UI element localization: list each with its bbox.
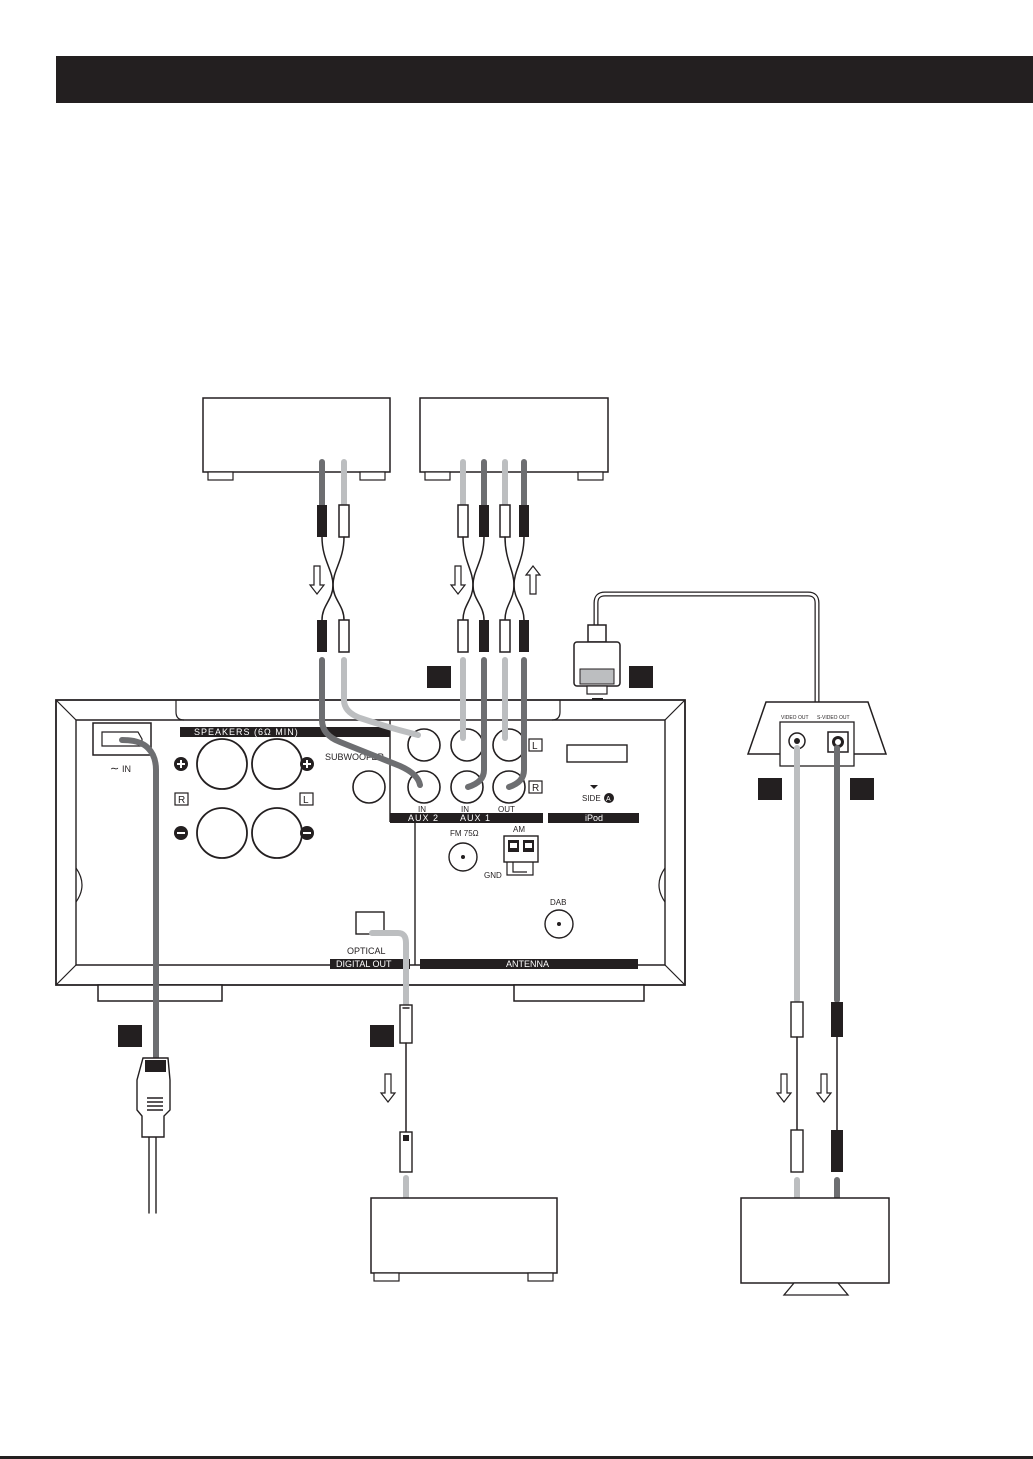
side-marker-label: A [606,796,611,803]
aux1-rca-cables [458,462,529,652]
signal-flow-arrow-icon [817,1074,831,1102]
s-video-out-label: S-VIDEO OUT [817,715,850,721]
ac-in-label: IN [122,764,131,774]
step-badge [118,1025,142,1047]
video-out-label: VIDEO OUT [781,715,809,721]
digital-out-label: DIGITAL OUT [336,959,392,969]
aux1-label: AUX 1 [460,813,491,823]
aux2-label: AUX 2 [408,813,439,823]
step-badge [850,778,874,800]
minus-terminal-icon [300,826,314,840]
ipod-dock [748,702,886,766]
step-badge [427,666,451,688]
step-badge [758,778,782,800]
fm-jack-pin [461,855,465,859]
dab-label: DAB [550,898,566,907]
ipod-label: iPod [585,813,603,823]
subwoofer-jack [353,771,385,803]
video-cables [791,748,843,1212]
speaker-r-label: R [178,795,185,806]
aux1-source-device [420,398,608,480]
aux1-l-label: L [532,741,538,752]
signal-flow-arrow-icon [381,1074,395,1102]
plus-terminal-icon [174,757,188,771]
dab-jack-pin [557,922,561,926]
optical-label: OPTICAL [347,946,386,956]
aux1-out-label: OUT [498,805,515,814]
gnd-label: GND [484,871,502,880]
aux2-rca-cable [317,462,349,652]
ipod-dock-port [567,745,627,762]
step-badge [629,666,653,688]
side-label: SIDE [582,794,601,803]
minus-terminal-icon [174,826,188,840]
aux1-r-label: R [532,783,539,794]
signal-flow-arrow-icon [310,566,324,594]
speaker-l-label: L [303,795,309,806]
plus-terminal-icon [300,757,314,771]
antenna-label: ANTENNA [506,959,549,969]
ac-tilde-icon: ∼ [110,763,119,775]
fm-label: FM 75Ω [450,829,479,838]
aux2-source-device [203,398,390,480]
signal-flow-arrow-icon [777,1074,791,1102]
speakers-label: SPEAKERS (6Ω MIN) [194,727,299,737]
power-plug-icon [137,1058,170,1137]
digital-recorder-device [371,1198,557,1281]
tv-monitor [741,1198,889,1295]
am-label: AM [513,825,525,834]
signal-flow-arrow-icon [451,566,465,594]
signal-flow-arrow-icon [526,566,540,594]
step-badge [370,1025,394,1047]
